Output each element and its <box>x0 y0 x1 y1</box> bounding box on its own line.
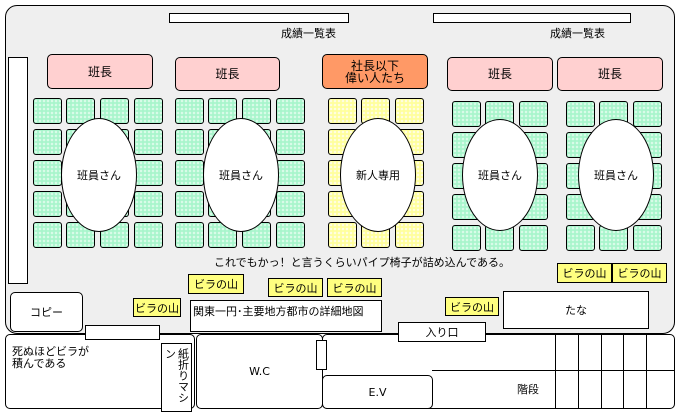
left-wall-shelf <box>8 57 28 284</box>
score-board-label: 成績一覧表 <box>550 27 605 40</box>
pipe-chair <box>276 98 305 124</box>
pipe-chair <box>276 129 305 155</box>
stairs-label: 階段 <box>517 383 539 396</box>
pipe-chair <box>134 98 163 124</box>
flyer-pile: ビラの山 <box>268 278 323 297</box>
score-board-left <box>169 13 349 23</box>
leader-desk: 班長 <box>47 54 153 89</box>
stairs-divider <box>432 370 675 371</box>
pipe-chair <box>395 222 424 248</box>
pipe-chair <box>175 98 204 124</box>
pipe-chair <box>134 191 163 217</box>
pipe-chair <box>134 160 163 186</box>
detailed-map: 関東一円･主要地方都市の詳細地図 <box>190 300 382 332</box>
score-board-right <box>433 13 631 23</box>
pipe-chair <box>134 222 163 248</box>
pipe-chair <box>276 191 305 217</box>
stair-step-line <box>623 334 624 409</box>
flyer-pile: ビラの山 <box>557 263 612 283</box>
pipe-chair <box>519 101 548 127</box>
pipe-chair <box>276 222 305 248</box>
pipe-chair <box>566 101 595 127</box>
pipe-chair <box>33 222 62 248</box>
wc-door <box>316 340 327 370</box>
flyer-pile: ビラの山 <box>188 274 244 294</box>
leader-desk: 班長 <box>557 57 663 91</box>
pipe-chair <box>134 129 163 155</box>
pipe-chair <box>452 101 481 127</box>
folding-machine: 紙折りマシン <box>161 343 192 412</box>
newcomer-table: 新人専用 <box>340 118 416 232</box>
team-table: 班員さん <box>462 119 538 231</box>
team-table: 班員さん <box>578 119 654 231</box>
folding-machine-label: 紙折りマシン <box>163 348 190 403</box>
pipe-chair <box>33 160 62 186</box>
stair-step-line <box>555 334 556 409</box>
wc-room: W.C <box>196 334 323 409</box>
pipe-chair <box>175 222 204 248</box>
executive-desk: 社長以下 偉い人たち <box>322 54 428 89</box>
pipe-chair <box>175 191 204 217</box>
pipe-chair <box>328 222 357 248</box>
pipe-chair <box>328 98 357 124</box>
elevator: E.V <box>322 375 433 409</box>
leader-desk: 班長 <box>447 57 553 91</box>
pipe-chair <box>33 191 62 217</box>
copy-machine: コピー <box>10 292 83 332</box>
pipe-chair <box>519 225 548 251</box>
pipe-chair <box>276 160 305 186</box>
pipe-chair <box>633 225 662 251</box>
pipe-chair <box>175 129 204 155</box>
flyer-pile: ビラの山 <box>327 278 382 297</box>
flyer-storage-label: 死ぬほどビラが 積んである <box>12 345 89 370</box>
pipe-chair <box>175 160 204 186</box>
team-table: 班員さん <box>203 118 279 232</box>
bottom-rooms: 死ぬほどビラが 積んである 紙折りマシン W.C 階段 E.V <box>5 334 675 412</box>
leader-desk: 班長 <box>175 57 280 91</box>
chairs-note: これでもかっ！と言うくらいパイプ椅子が詰め込んである。 <box>214 256 511 269</box>
pipe-chair <box>452 225 481 251</box>
team-table: 班員さん <box>61 118 137 232</box>
stair-step-line <box>578 334 579 409</box>
stair-step-line <box>601 334 602 409</box>
pipe-chair <box>33 129 62 155</box>
shelf: たな <box>503 291 649 329</box>
score-board-label: 成績一覧表 <box>281 27 336 40</box>
pipe-chair <box>566 225 595 251</box>
flyer-pile: ビラの山 <box>612 263 667 283</box>
flyer-pile: ビラの山 <box>133 298 181 317</box>
stair-step-line <box>646 334 647 409</box>
flyer-pile: ビラの山 <box>445 297 499 316</box>
pipe-chair <box>33 98 62 124</box>
pipe-chair <box>633 101 662 127</box>
copy-counter <box>85 325 160 340</box>
pipe-chair <box>395 98 424 124</box>
entrance[interactable]: 入り口 <box>398 322 486 342</box>
